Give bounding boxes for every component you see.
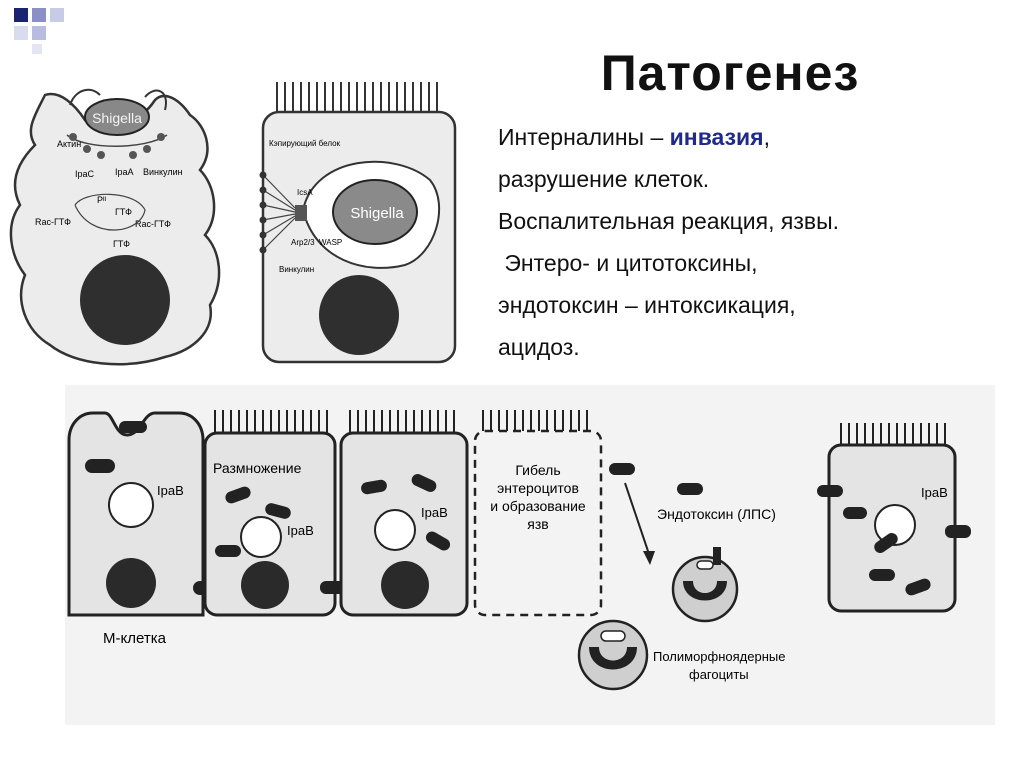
accent-word: инвазия <box>669 124 764 150</box>
label-p: Pᴵᴵ <box>97 195 107 205</box>
label-icsa: IcsA <box>297 188 313 197</box>
text-line-2: разрушение клеток. <box>498 166 710 192</box>
dead-enterocyte <box>473 429 603 617</box>
corner-decoration <box>0 0 80 60</box>
label-ipac: IpaC <box>75 169 95 179</box>
label-arp23: Arp2/3 <box>291 238 315 247</box>
figure-bottom-scheme: IpaB М-клетка Размножение IpaB <box>65 385 995 725</box>
phagocyte-1 <box>671 555 739 623</box>
label-gtp2: ГТФ <box>113 239 130 249</box>
ipab-label-1: IpaB <box>157 483 184 498</box>
label-actin: Актин <box>57 139 81 149</box>
text-line-5: эндотоксин – интоксикация, <box>498 292 796 318</box>
shigella-label: Shigella <box>92 110 142 126</box>
label-wasp: WASP <box>319 238 342 247</box>
text-line-1: Интерналины – инвазия, <box>498 124 770 150</box>
phagocytes-label-1: Полиморфноядерные <box>653 649 785 664</box>
text-line-6: ацидоз. <box>498 334 580 360</box>
label-rac-gtp2: Rac-ГТФ <box>135 219 171 229</box>
label-vinculin: Винкулин <box>279 265 314 274</box>
text-line-3: Воспалительная реакция, язвы. <box>498 208 840 234</box>
label-gtp1: ГТФ <box>115 207 132 217</box>
figure-mid-cell: Shigella Кэпирующий белок IcsA Arp2/3 WA… <box>255 80 465 370</box>
ipab-label-4: IpaB <box>921 485 948 500</box>
death-label-4: язв <box>527 516 548 532</box>
endotoxin-label: Эндотоксин (ЛПС) <box>657 506 776 522</box>
reproduction-label: Размножение <box>213 460 302 476</box>
nucleus <box>319 275 399 355</box>
slide-title: Патогенез <box>600 45 860 101</box>
ipab-label-2: IpaB <box>287 523 314 538</box>
m-cell-label: М-клетка <box>103 630 167 647</box>
phagocyte-2 <box>577 619 649 691</box>
shigella-bacterium <box>84 98 150 136</box>
death-label-2: энтероцитов <box>497 480 579 496</box>
figure-left-cell: Shigella Актин IpaC IpaA Винкулин Pᴵᴵ ГТ… <box>5 75 230 375</box>
nucleus <box>80 255 170 345</box>
text-line-4: Энтеро- и цитотоксины, <box>498 250 758 276</box>
label-rac-gtp1: Rac-ГТФ <box>35 217 71 227</box>
shigella-bacterium <box>332 179 418 245</box>
ipab-label-3: IpaB <box>421 505 448 520</box>
label-vinculin: Винкулин <box>143 167 183 177</box>
label-ipaa: IpaA <box>115 167 134 177</box>
death-label-3: и образование <box>490 498 586 514</box>
slide-text: Интерналины – инвазия, разрушение клеток… <box>498 116 1008 368</box>
shigella-label: Shigella <box>350 205 404 222</box>
label-capping-protein: Кэпирующий белок <box>269 139 341 148</box>
death-label-1: Гибель <box>515 462 560 478</box>
phagocytes-label-2: фагоциты <box>689 667 749 682</box>
